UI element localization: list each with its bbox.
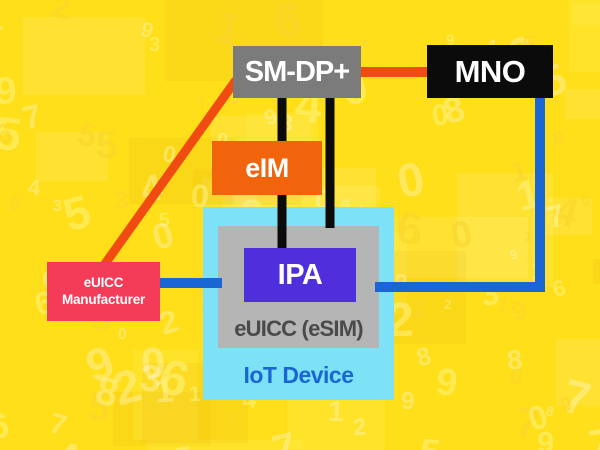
euicc-manufacturer-label-line1: eUICC — [83, 274, 124, 290]
euicc-manufacturer-label-line2: Manufacturer — [61, 291, 146, 307]
iot-device-label: IoT Device — [243, 362, 354, 388]
ipa-label: IPA — [277, 258, 323, 291]
node-ipa: IPA — [244, 248, 356, 302]
node-eim: eIM — [212, 141, 322, 195]
euicc-esim-label: eUICC (eSIM) — [234, 316, 363, 341]
eim-label: eIM — [245, 152, 289, 183]
mno-label: MNO — [454, 53, 526, 89]
node-mno: MNO — [427, 45, 553, 98]
smdp-plus-label: SM-DP+ — [244, 55, 350, 88]
node-smdp-plus: SM-DP+ — [233, 46, 361, 98]
node-euicc-manufacturer: eUICC Manufacturer — [47, 262, 160, 321]
